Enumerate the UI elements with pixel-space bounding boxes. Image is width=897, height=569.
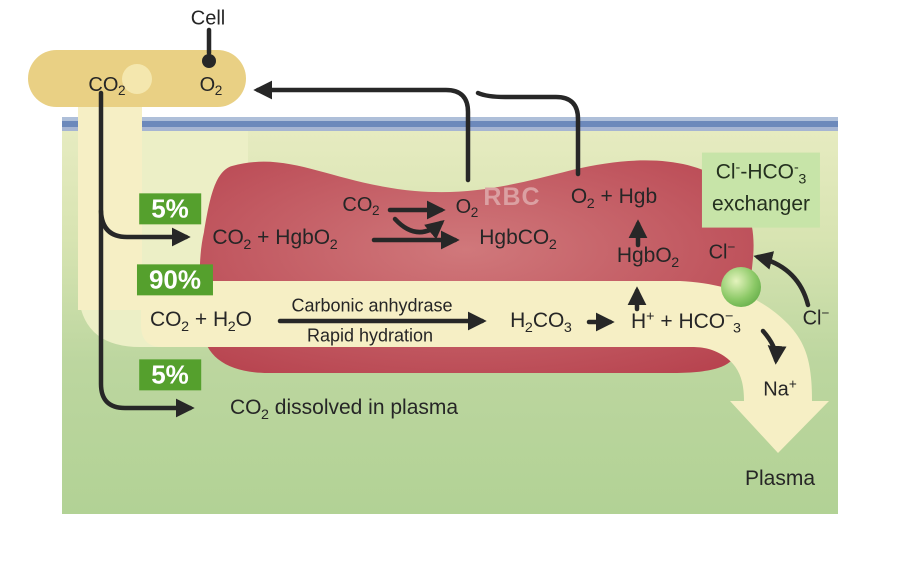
- h2co3-label: H2CO3: [510, 309, 572, 336]
- o2-return-arrow-2: [475, 90, 581, 177]
- dissolved-percent-badge: 5%: [139, 359, 201, 391]
- cl-in-arrow: [753, 251, 811, 308]
- process-label: Rapid hydration: [306, 325, 434, 346]
- exchanger-title-box: Cl--HCO-3 exchanger: [701, 152, 821, 228]
- h-hco3-label: H+ + HCO−3: [631, 308, 741, 337]
- cell-label: Cell: [190, 7, 226, 30]
- na-label: Na+: [763, 376, 797, 401]
- arrows: [98, 27, 811, 418]
- plasma-label: Plasma: [744, 466, 816, 490]
- cell-pointer-dot: [202, 54, 216, 68]
- rbc-watermark: RBC: [483, 182, 541, 211]
- o2-exchange-curved-arrow: [392, 216, 445, 240]
- oxyhemoglobin-label: HgbO2: [616, 244, 680, 271]
- cell-o2-label: O2: [199, 74, 223, 99]
- cl-inside-label: Cl−: [708, 239, 736, 264]
- co2-duct-bright: [78, 93, 142, 310]
- co2-carbamino-arrow: [98, 208, 191, 247]
- bicarbonate-band-arrow: [141, 281, 829, 453]
- exchanger-title-line1: Cl--HCO-3: [715, 159, 807, 188]
- co2-dissolved-label: CO2 dissolved in plasma: [229, 396, 459, 423]
- cell-pill-highlight: [122, 64, 152, 94]
- carbamino-percent-badge: 5%: [139, 193, 201, 225]
- co2-dissolved-arrow: [98, 90, 195, 418]
- co2-released-label: CO2: [342, 194, 380, 219]
- bicarbonate-reactants-label: CO2 + H2O: [150, 308, 252, 335]
- carbamino-product-label: HgbCO2: [479, 226, 557, 253]
- bicarbonate-percent-badge: 90%: [136, 264, 214, 296]
- na-out-arrow: [760, 328, 787, 365]
- exchanger-title-line2: exchanger: [711, 192, 811, 216]
- cl-outside-label: Cl−: [802, 305, 830, 330]
- carbamino-reactants-label: CO2 + HgbO2: [212, 226, 338, 253]
- enzyme-label: Carbonic anhydrase: [291, 295, 453, 316]
- oxy-product-label: O2 + Hgb: [570, 185, 658, 212]
- o2-return-arrow-1: [253, 80, 471, 183]
- exchanger-sphere: [721, 267, 761, 307]
- cell-co2-label: CO2: [88, 74, 126, 99]
- o2-released-label: O2: [455, 196, 479, 221]
- membrane-line: [62, 117, 838, 131]
